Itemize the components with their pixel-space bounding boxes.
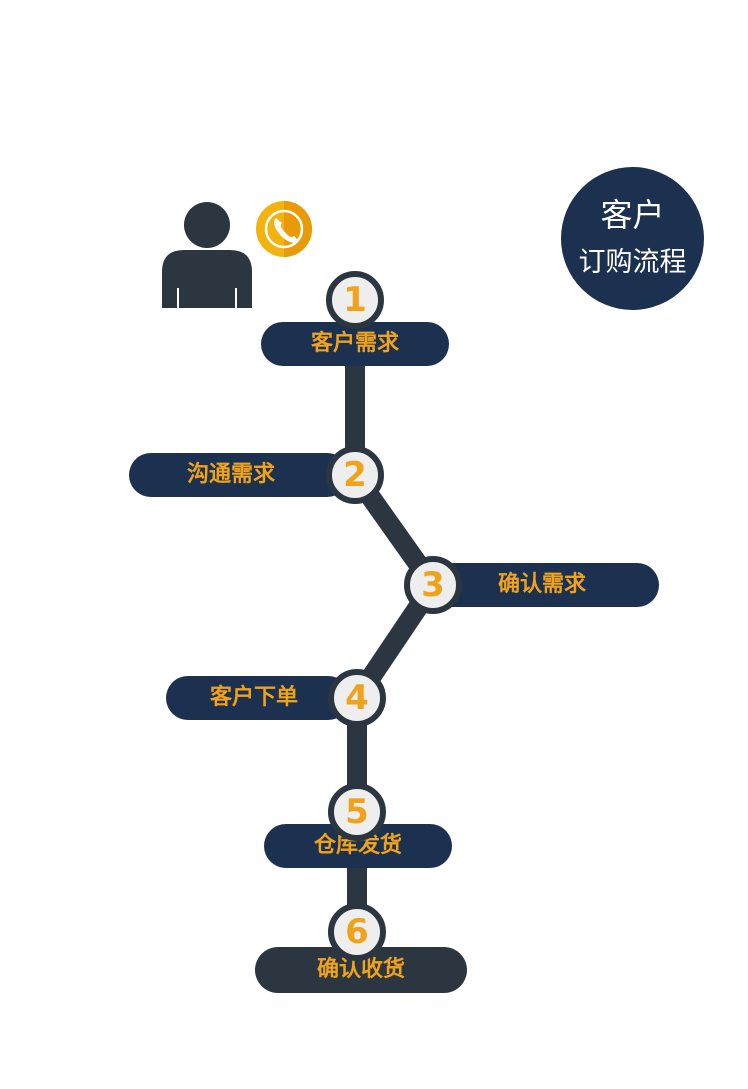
- step-4-label: 客户下单: [166, 676, 350, 720]
- step-3-label: 确认需求: [420, 563, 659, 607]
- step-1-number: 1: [326, 271, 384, 329]
- badge-title-line2: 订购流程: [578, 247, 687, 278]
- phone-icon: [256, 201, 312, 257]
- badge-title-line1: 客户: [600, 196, 665, 234]
- step-6-number: 6: [328, 903, 386, 961]
- step-1-label: 客户需求: [261, 322, 449, 366]
- step-5-number: 5: [328, 783, 386, 841]
- step-4-number: 4: [328, 669, 386, 727]
- person-icon: [162, 202, 252, 308]
- step-2-number: 2: [326, 446, 384, 504]
- step-2-label: 沟通需求: [129, 453, 349, 497]
- title-badge: 客户 订购流程: [561, 167, 704, 310]
- step-3-number: 3: [404, 556, 462, 614]
